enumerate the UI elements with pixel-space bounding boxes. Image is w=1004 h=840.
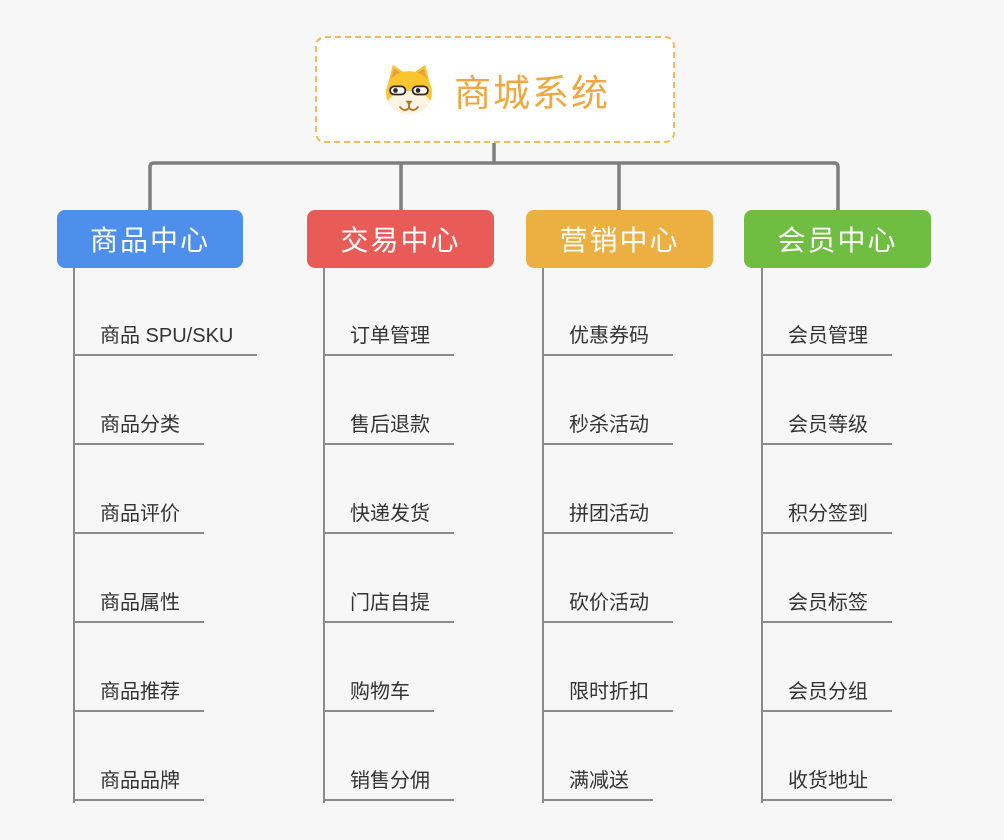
tree-item[interactable]: 商品品牌 [73,763,204,801]
branch-header-product-center[interactable]: 商品中心 [57,210,243,268]
tree-item[interactable]: 商品分类 [73,407,204,445]
tree-item[interactable]: 会员标签 [761,585,892,623]
branch-spine-line [761,268,763,803]
root-node-mall-system[interactable]: 商城系统 [315,36,675,143]
tree-item[interactable]: 购物车 [323,674,434,712]
tree-item[interactable]: 砍价活动 [542,585,673,623]
branch-children-trade-center: 订单管理 售后退款 快递发货 门店自提 购物车 销售分佣 [323,268,573,805]
tree-item[interactable]: 限时折扣 [542,674,673,712]
tree-item[interactable]: 售后退款 [323,407,454,445]
tree-item[interactable]: 订单管理 [323,318,454,356]
tree-item[interactable]: 优惠券码 [542,318,673,356]
branch-header-trade-center[interactable]: 交易中心 [307,210,494,268]
tree-item[interactable]: 快递发货 [323,496,454,534]
root-node-title: 商城系统 [454,72,610,114]
branch-spine-line [542,268,544,803]
tree-item[interactable]: 商品评价 [73,496,204,534]
tree-item[interactable]: 销售分佣 [323,763,454,801]
tree-item[interactable]: 商品推荐 [73,674,204,712]
tree-item[interactable]: 收货地址 [761,763,892,801]
tree-item[interactable]: 商品属性 [73,585,204,623]
tree-item[interactable]: 秒杀活动 [542,407,673,445]
tree-item[interactable]: 门店自提 [323,585,454,623]
tree-item[interactable]: 会员管理 [761,318,892,356]
branch-header-label: 会员中心 [777,225,898,256]
branch-children-product-center: 商品 SPU/SKU 商品分类 商品评价 商品属性 商品推荐 商品品牌 [73,268,323,805]
tree-item[interactable]: 满减送 [542,763,653,801]
branch-header-label: 交易中心 [340,225,461,256]
tree-connector-lines [148,143,840,210]
branch-header-label: 商品中心 [89,225,210,256]
tree-item[interactable]: 拼团活动 [542,496,673,534]
branch-spine-line [323,268,325,803]
tree-item[interactable]: 商品 SPU/SKU [73,318,258,356]
branch-children-marketing-center: 优惠券码 秒杀活动 拼团活动 砍价活动 限时折扣 满减送 [542,268,792,805]
branch-header-label: 营销中心 [559,225,680,256]
branch-children-member-center: 会员管理 会员等级 积分签到 会员标签 会员分组 收货地址 [761,268,1004,805]
tree-item[interactable]: 积分签到 [761,496,892,534]
tree-item[interactable]: 会员等级 [761,407,892,445]
branch-header-member-center[interactable]: 会员中心 [744,210,931,268]
branch-spine-line [73,268,75,803]
tree-item[interactable]: 会员分组 [761,674,892,712]
branch-header-marketing-center[interactable]: 营销中心 [526,210,713,268]
doge-icon [386,64,432,114]
